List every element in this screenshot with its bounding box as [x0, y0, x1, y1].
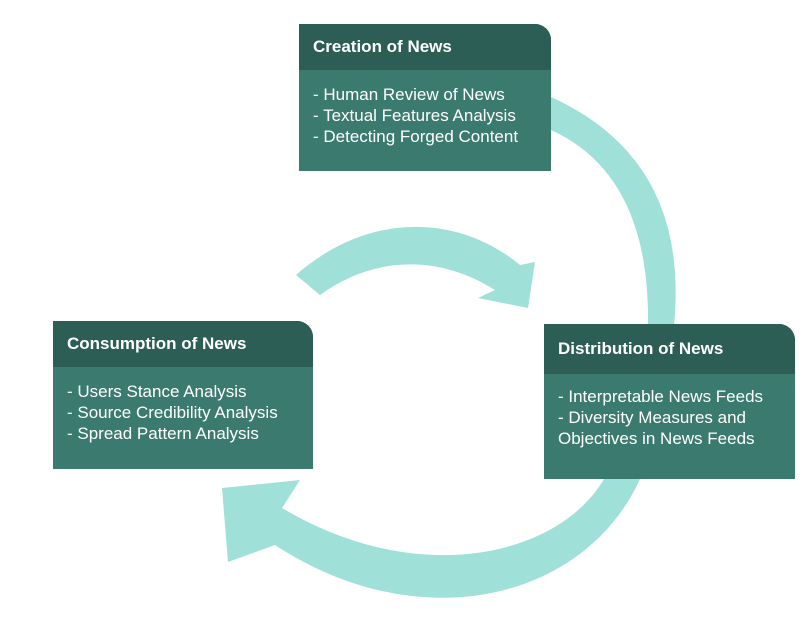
- list-item: - Detecting Forged Content: [313, 127, 519, 146]
- arrow-inner-cycle: [296, 226, 535, 308]
- consumption-of-news-list: - Users Stance Analysis - Source Credibi…: [53, 367, 313, 444]
- list-item: - Users Stance Analysis: [67, 382, 247, 401]
- consumption-of-news-box: Consumption of News - Users Stance Analy…: [53, 321, 313, 469]
- distribution-of-news-box: Distribution of News - Interpretable New…: [544, 324, 795, 479]
- distribution-of-news-list: - Interpretable News Feeds - Diversity M…: [544, 374, 795, 449]
- creation-of-news-box: Creation of News - Human Review of News …: [299, 24, 551, 171]
- creation-of-news-list: - Human Review of News - Textual Feature…: [299, 70, 551, 147]
- list-item: - Human Review of News: [313, 85, 505, 104]
- consumption-of-news-title: Consumption of News: [53, 321, 313, 367]
- arrow-distribution-to-consumption: [222, 479, 640, 598]
- list-item: - Interpretable News Feeds: [558, 387, 764, 406]
- creation-of-news-title: Creation of News: [299, 24, 551, 70]
- list-item: - Spread Pattern Analysis: [67, 424, 259, 443]
- distribution-of-news-title: Distribution of News: [544, 324, 795, 374]
- arrow-creation-to-distribution: [551, 97, 676, 325]
- list-item: - Source Credibility Analysis: [67, 403, 278, 422]
- list-item: - Diversity Measures and Objectives in N…: [558, 408, 755, 448]
- list-item: - Textual Features Analysis: [313, 106, 516, 125]
